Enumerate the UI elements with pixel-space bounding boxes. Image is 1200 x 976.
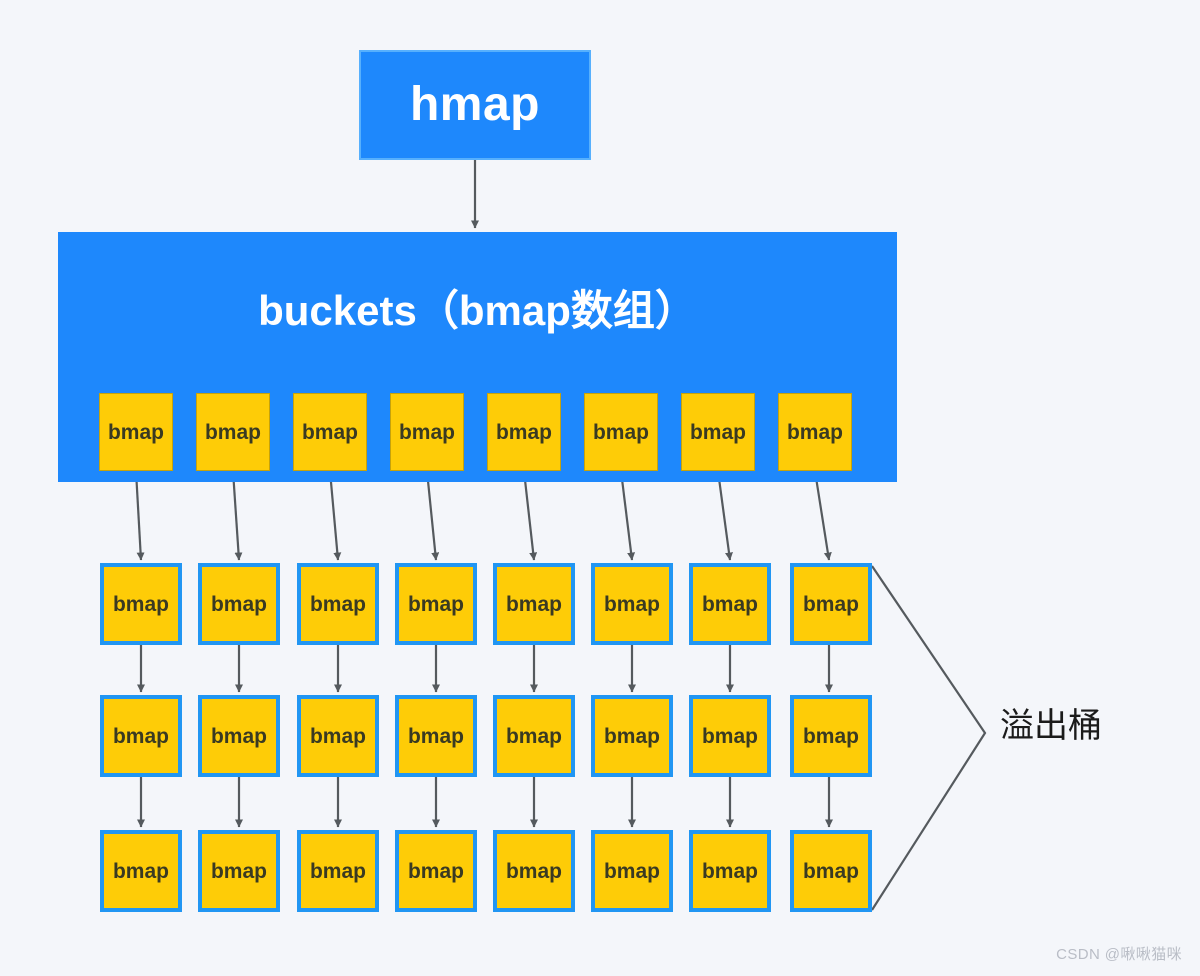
overflow-box-label: bmap — [407, 859, 464, 883]
overflow-box-label: bmap — [112, 592, 169, 616]
overflow-box-label: bmap — [112, 859, 169, 883]
overflow-box-label: bmap — [112, 724, 169, 748]
overflow-box-r2-c2[interactable]: bmap — [297, 830, 379, 912]
overflow-box-label: bmap — [603, 724, 660, 748]
overflow-box-label: bmap — [309, 859, 366, 883]
overflow-bucket-label: 溢出桶 — [1000, 707, 1102, 745]
overflow-box-r1-c4[interactable]: bmap — [493, 695, 575, 777]
bucket-cell-label: bmap — [204, 420, 261, 444]
overflow-box-r1-c0[interactable]: bmap — [100, 695, 182, 777]
overflow-box-r1-c6[interactable]: bmap — [689, 695, 771, 777]
bucket-cell-4[interactable]: bmap — [487, 393, 561, 471]
overflow-box-r1-c5[interactable]: bmap — [591, 695, 673, 777]
bucket-cell-0[interactable]: bmap — [99, 393, 173, 471]
overflow-box-label: bmap — [802, 724, 859, 748]
overflow-box-label: bmap — [802, 859, 859, 883]
overflow-box-label: bmap — [309, 592, 366, 616]
bucket-cell-label: bmap — [786, 420, 843, 444]
bucket-cell-1[interactable]: bmap — [196, 393, 270, 471]
edges-row1-to-row2 — [137, 645, 833, 693]
overflow-box-label: bmap — [603, 859, 660, 883]
bucket-cell-6[interactable]: bmap — [681, 393, 755, 471]
overflow-box-r0-c0[interactable]: bmap — [100, 563, 182, 645]
overflow-box-label: bmap — [505, 592, 562, 616]
hmap-label: hmap — [409, 78, 540, 131]
overflow-box-label: bmap — [505, 859, 562, 883]
bucket-cell-3[interactable]: bmap — [390, 393, 464, 471]
watermark: CSDN @啾啾猫咪 — [1056, 946, 1182, 963]
overflow-box-r0-c6[interactable]: bmap — [689, 563, 771, 645]
bucket-cell-7[interactable]: bmap — [778, 393, 852, 471]
edges-row2-to-row3 — [137, 777, 833, 828]
bucket-cell-label: bmap — [107, 420, 164, 444]
overflow-box-label: bmap — [210, 859, 267, 883]
overflow-box-r0-c5[interactable]: bmap — [591, 563, 673, 645]
overflow-box-r2-c4[interactable]: bmap — [493, 830, 575, 912]
bucket-cell-2[interactable]: bmap — [293, 393, 367, 471]
overflow-box-r0-c7[interactable]: bmap — [790, 563, 872, 645]
bucket-cell-label: bmap — [398, 420, 455, 444]
overflow-box-label: bmap — [701, 859, 758, 883]
overflow-box-label: bmap — [505, 724, 562, 748]
overflow-box-r2-c3[interactable]: bmap — [395, 830, 477, 912]
bucket-cell-label: bmap — [689, 420, 746, 444]
bucket-cell-label: bmap — [301, 420, 358, 444]
overflow-box-r2-c0[interactable]: bmap — [100, 830, 182, 912]
overflow-box-r1-c3[interactable]: bmap — [395, 695, 477, 777]
overflow-box-r0-c1[interactable]: bmap — [198, 563, 280, 645]
overflow-box-r2-c5[interactable]: bmap — [591, 830, 673, 912]
overflow-box-r2-c6[interactable]: bmap — [689, 830, 771, 912]
overflow-box-label: bmap — [309, 724, 366, 748]
buckets-band[interactable]: buckets（bmap数组） bmap bmap bmap bmap bmap… — [58, 232, 897, 482]
overflow-box-r0-c3[interactable]: bmap — [395, 563, 477, 645]
overflow-box-label: bmap — [802, 592, 859, 616]
overflow-box-label: bmap — [407, 724, 464, 748]
overflow-box-r0-c2[interactable]: bmap — [297, 563, 379, 645]
buckets-title: buckets（bmap数组） — [258, 287, 697, 334]
edges-band-to-row1 — [134, 470, 832, 561]
bucket-cell-label: bmap — [495, 420, 552, 444]
hmap-node[interactable]: hmap — [359, 50, 591, 160]
overflow-box-r2-c7[interactable]: bmap — [790, 830, 872, 912]
overflow-box-r2-c1[interactable]: bmap — [198, 830, 280, 912]
bucket-cell-label: bmap — [592, 420, 649, 444]
overflow-box-label: bmap — [210, 592, 267, 616]
overflow-box-r1-c7[interactable]: bmap — [790, 695, 872, 777]
overflow-box-label: bmap — [701, 592, 758, 616]
overflow-box-label: bmap — [603, 592, 660, 616]
overflow-box-label: bmap — [407, 592, 464, 616]
overflow-box-label: bmap — [701, 724, 758, 748]
overflow-box-r0-c4[interactable]: bmap — [493, 563, 575, 645]
overflow-box-r1-c1[interactable]: bmap — [198, 695, 280, 777]
overflow-bracket — [871, 565, 987, 911]
bucket-cell-5[interactable]: bmap — [584, 393, 658, 471]
overflow-box-r1-c2[interactable]: bmap — [297, 695, 379, 777]
overflow-box-label: bmap — [210, 724, 267, 748]
